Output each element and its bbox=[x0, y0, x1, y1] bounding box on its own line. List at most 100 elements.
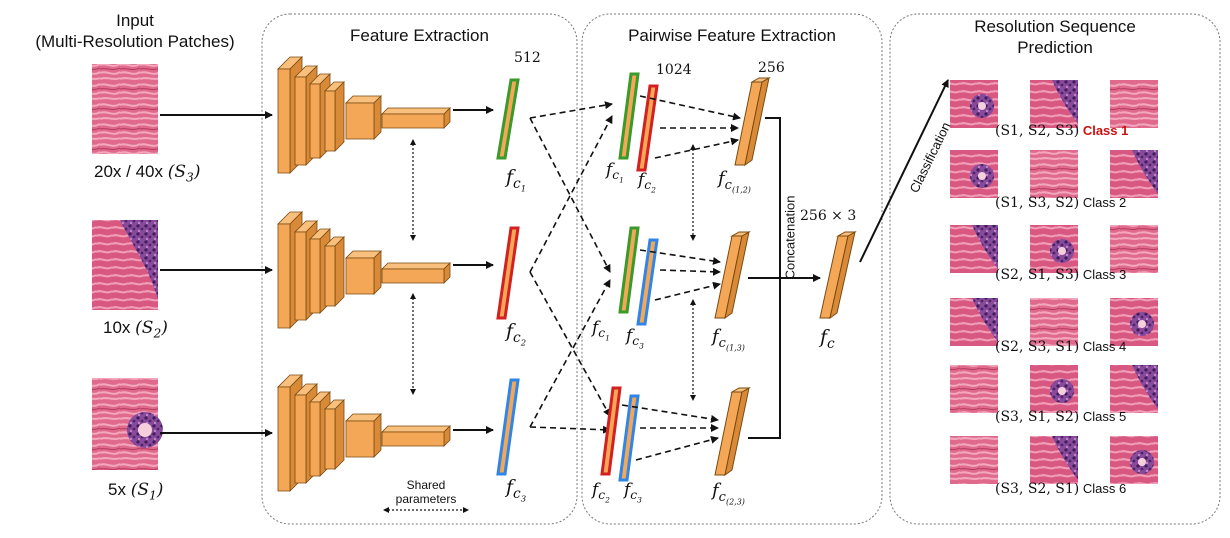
pair13-fc1 bbox=[618, 226, 640, 314]
cnn-layer-3 bbox=[324, 90, 336, 152]
cnn-layer-5 bbox=[381, 113, 445, 129]
class-label-1: (S1, S2, S3) Class 1 bbox=[995, 122, 1128, 140]
label-pair23-fc2: fc2 bbox=[592, 480, 610, 505]
pair13-arrow-a bbox=[639, 249, 721, 265]
cnn-layer-0 bbox=[277, 68, 291, 174]
fc13-bar bbox=[714, 231, 751, 320]
prediction-panel bbox=[889, 13, 1221, 525]
input-label-s1: 5x (S1) bbox=[108, 480, 164, 503]
cnn-layer-3 bbox=[324, 408, 336, 470]
cnn-layer-0 bbox=[277, 386, 291, 492]
prediction-title: Resolution Sequence Prediction bbox=[974, 17, 1136, 57]
class1-thumb-1 bbox=[950, 80, 998, 128]
class-label-4: (S2, S3, S1) Class 4 bbox=[995, 338, 1126, 356]
cnn-layer-3 bbox=[324, 245, 336, 307]
label-fc13: fc(1,3) bbox=[712, 326, 745, 353]
input-title: Input (Multi-Resolution Patches) bbox=[35, 11, 235, 51]
input-scale-s1: S bbox=[137, 480, 149, 500]
cnn-layer-2 bbox=[309, 83, 321, 159]
input-patch-s2 bbox=[92, 220, 158, 310]
label-fc3: fc3 bbox=[506, 476, 527, 504]
pair12-arrow-a bbox=[639, 95, 741, 121]
label-fc1: fc1 bbox=[506, 166, 527, 194]
pairwise-panel bbox=[581, 13, 883, 525]
shared-params-label: Shared parameters bbox=[395, 478, 457, 506]
cross-arrow-5 bbox=[529, 279, 611, 428]
label-pair12-fc2: fc2 bbox=[638, 170, 656, 195]
class-name: Class 3 bbox=[1079, 267, 1127, 282]
class-label-3: (S2, S1, S3) Class 3 bbox=[995, 266, 1126, 284]
class4-thumb-2 bbox=[1030, 298, 1078, 346]
pair13-fc3 bbox=[636, 238, 659, 326]
cross-arrow-6 bbox=[529, 425, 611, 434]
pair12-fc1 bbox=[618, 72, 640, 160]
concatenation-label: Concatenation bbox=[782, 195, 798, 280]
class2-thumb-1 bbox=[950, 150, 998, 198]
class5-thumb-2 bbox=[1030, 365, 1078, 413]
input-mag-s1: 5x bbox=[108, 480, 126, 499]
label-pair13-fc3: fc3 bbox=[626, 326, 644, 351]
fc-final-bar bbox=[819, 231, 857, 320]
feature-extraction-panel bbox=[261, 13, 578, 525]
cnn-backbone-2 bbox=[277, 211, 451, 329]
class4-thumb-1 bbox=[950, 298, 998, 346]
class-sequence: (S1, S2, S3) bbox=[995, 123, 1080, 139]
class-sequence: (S2, S1, S3) bbox=[995, 267, 1080, 283]
class1-thumb-3 bbox=[1110, 80, 1158, 128]
class-thumbnails bbox=[950, 80, 1158, 484]
class3-thumb-1 bbox=[950, 225, 998, 273]
fc23-bar bbox=[714, 387, 751, 477]
cnn-layer-4 bbox=[345, 420, 375, 458]
pair13-arrow-b bbox=[659, 267, 721, 276]
classification-arrow bbox=[859, 79, 949, 263]
cnn-layer-1 bbox=[294, 76, 307, 166]
pair23-arrow-a bbox=[621, 404, 719, 423]
pairwise-title: Pairwise Feature Extraction bbox=[628, 26, 836, 45]
class2-thumb-3 bbox=[1110, 150, 1158, 198]
feature-fc2 bbox=[496, 226, 520, 320]
cross-arrow-1 bbox=[529, 101, 613, 119]
feature-extraction-title: Feature Extraction bbox=[350, 26, 489, 45]
feature-fc1 bbox=[496, 78, 520, 160]
input-patch-s3 bbox=[92, 64, 158, 154]
class5-thumb-3 bbox=[1110, 365, 1158, 413]
class-sequence: (S2, S3, S1) bbox=[995, 339, 1080, 355]
class-sequence: (S3, S1, S2) bbox=[995, 409, 1080, 425]
cnn-layer-2 bbox=[309, 401, 321, 477]
label-fc: fc bbox=[820, 326, 835, 352]
class-sequence: (S1, S3, S2) bbox=[995, 195, 1080, 211]
cnn-backbone-1 bbox=[277, 56, 451, 174]
label-pair23-fc3: fc3 bbox=[624, 480, 642, 505]
input-idx-s1: 1 bbox=[149, 488, 157, 503]
class6-thumb-2 bbox=[1030, 436, 1078, 484]
class4-thumb-3 bbox=[1110, 298, 1158, 346]
cnn-backbone-3 bbox=[277, 374, 451, 492]
cnn-backbones bbox=[277, 56, 451, 492]
class6-thumb-3 bbox=[1110, 436, 1158, 484]
feature-fc3 bbox=[496, 378, 520, 476]
input-idx-s3: 3 bbox=[186, 170, 194, 185]
class-name: Class 4 bbox=[1079, 339, 1127, 354]
class1-thumb-2 bbox=[1030, 80, 1078, 128]
class3-thumb-3 bbox=[1110, 225, 1158, 273]
dim-256: 256 bbox=[758, 60, 785, 76]
fc12-bar bbox=[734, 77, 771, 167]
class2-thumb-2 bbox=[1030, 150, 1078, 198]
class3-thumb-2 bbox=[1030, 225, 1078, 273]
input-label-s2: 10x (S2) bbox=[103, 318, 168, 341]
input-mag-s2: 10x bbox=[103, 318, 131, 337]
pair23-fc3 bbox=[618, 394, 640, 482]
input-scale-s3: S bbox=[174, 162, 187, 182]
pair13-arrow-c bbox=[654, 281, 721, 301]
label-fc12: fc(1,2) bbox=[718, 168, 751, 195]
class-name: Class 2 bbox=[1079, 195, 1127, 210]
pair12-fc2 bbox=[636, 84, 659, 172]
label-fc2: fc2 bbox=[506, 320, 527, 348]
class6-thumb-1 bbox=[950, 436, 998, 484]
label-fc23: fc(2,3) bbox=[712, 480, 745, 507]
dim-256x3: 256 × 3 bbox=[800, 208, 857, 224]
class-name: Class 5 bbox=[1079, 409, 1127, 424]
class-name: Class 1 bbox=[1079, 123, 1129, 138]
cross-arrow-3 bbox=[529, 115, 613, 273]
